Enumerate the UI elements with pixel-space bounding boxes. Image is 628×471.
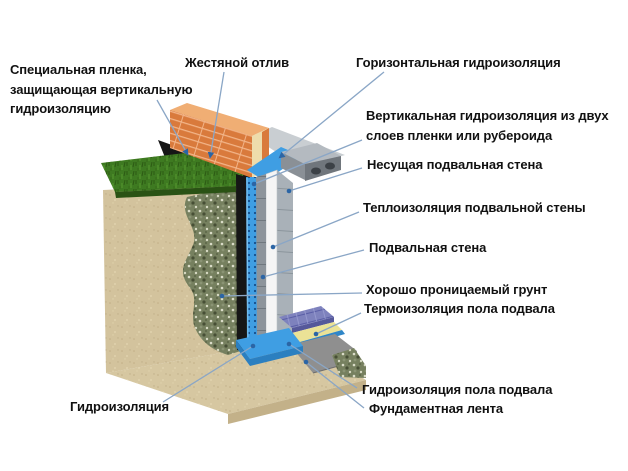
brick-top-face	[170, 103, 269, 136]
leader-horizontal-waterproofing	[278, 71, 385, 159]
foot-waterproofing-front	[250, 346, 303, 366]
label-permeable-soil: Хорошо проницаемый грунт	[366, 282, 548, 297]
slab-left-face	[281, 152, 305, 180]
label-floor-waterproofing: Гидроизоляция пола подвала	[362, 382, 553, 397]
leader-floor-insulation	[315, 312, 362, 335]
label-tin-drip: Жестяной отлив	[185, 55, 290, 70]
leader-permeable-soil	[221, 292, 363, 297]
leader-tin-drip	[207, 71, 225, 159]
leader-foundation-strip	[305, 361, 365, 409]
label-waterproofing: Гидроизоляция	[70, 399, 170, 414]
leader-floor-waterproofing	[288, 343, 358, 389]
soil-block	[101, 147, 250, 373]
label-basement-wall: Подвальная стена	[369, 240, 487, 255]
leader-dots	[219, 181, 319, 365]
grass-front-edge	[115, 186, 236, 198]
foot-waterproofing-top	[236, 328, 303, 359]
slab-front-face	[305, 156, 341, 181]
leader-wall-insulation	[272, 211, 360, 248]
wall-layers	[236, 169, 293, 352]
slab-top-face	[281, 143, 341, 164]
leader-special-film	[156, 99, 189, 156]
label-bearing-wall: Несущая подвальная стена	[367, 157, 543, 172]
floor-tiles-edge	[292, 317, 334, 333]
slab-hollow-core	[325, 162, 335, 170]
base-slab-front	[228, 380, 366, 424]
label-wall-insulation: Теплоизоляция подвальной стены	[363, 200, 586, 215]
foot-waterproofing-left	[236, 340, 250, 366]
foot-waterproofing-wrap	[236, 328, 303, 366]
label-special-film: Специальная пленка, защищающая вертикаль…	[10, 62, 193, 116]
leader-bearing-wall	[288, 167, 363, 192]
label-horizontal-waterproofing: Горизонтальная гидроизоляция	[356, 55, 561, 70]
label-floor-insulation: Термоизоляция пола подвала	[364, 301, 555, 316]
protective-film-layer	[236, 174, 247, 352]
leader-waterproofing	[162, 345, 254, 403]
leader-vertical-waterproofing	[253, 139, 363, 185]
ceiling-slab	[281, 143, 341, 181]
wall-insulation-layer	[265, 169, 278, 349]
label-foundation-strip: Фундаментная лента	[369, 401, 503, 416]
leader-lines	[156, 71, 385, 409]
slab-hollow-core	[311, 167, 321, 175]
leader-basement-wall	[262, 249, 365, 278]
label-vertical-waterproofing: Вертикальная гидроизоляция из двух слоев…	[366, 108, 609, 143]
